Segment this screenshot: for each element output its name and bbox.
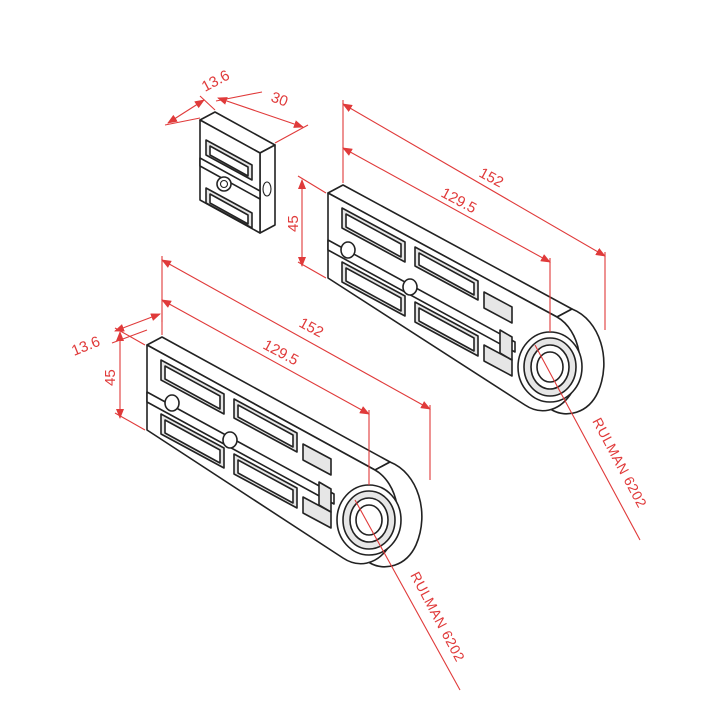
arm-bottom-dimensions <box>111 256 461 691</box>
arm-bottom-hole-distance-label: 129.5 <box>260 337 301 370</box>
block-depth-label: 30 <box>269 89 290 111</box>
mounting-block <box>199 111 276 234</box>
arm-bottom-thickness-label: 13.6 <box>69 333 102 360</box>
arm-bottom <box>146 336 423 568</box>
arm-top-height-label: 45 <box>285 215 302 232</box>
block-dimensions <box>164 91 309 144</box>
arm-top <box>327 184 605 415</box>
block-width-label: 13.6 <box>199 67 233 96</box>
arm-top-dimensions <box>297 100 641 541</box>
arm-bottom-height-label: 45 <box>102 369 119 386</box>
arm-top-length-label: 152 <box>476 165 506 192</box>
